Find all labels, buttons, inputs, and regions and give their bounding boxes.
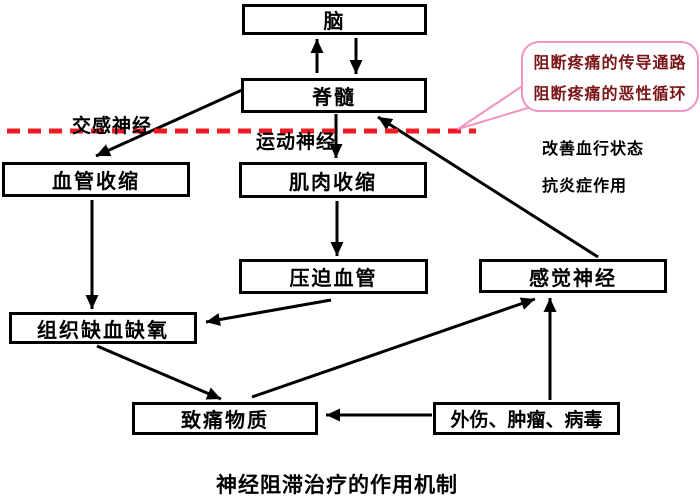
arrow-pain-to-sensory [251, 297, 536, 399]
callout-line-1: 阻断疼痛的传导通路 [533, 55, 687, 73]
callout-line-2: 阻断疼痛的恶性循环 [533, 85, 687, 103]
label-motor-nerve: 运动神经 [256, 132, 337, 153]
diagram-caption: 神经阻滞治疗的作用机制 [216, 473, 458, 497]
arrow-spinal-to-vasoconstriction [95, 88, 243, 158]
node-tissue-ischemia: 组织缺血缺氧 [9, 312, 197, 344]
label-sympathetic-nerve: 交感神经 [72, 116, 153, 137]
arrow-compression-to-ischemia [205, 298, 332, 326]
node-sensory-nerve: 感觉神经 [479, 259, 667, 293]
node-pain-substances: 致痛物质 [132, 402, 318, 435]
arrow-ischemia-to-pain [96, 344, 222, 401]
node-muscle-contraction: 肌肉收缩 [239, 162, 427, 198]
callout-bubble: 阻断疼痛的传导通路 阻断疼痛的恶性循环 [521, 41, 699, 112]
node-spinal-cord: 脊髓 [241, 78, 427, 113]
node-trauma-tumor-virus: 外伤、肿瘤、病毒 [433, 402, 620, 435]
node-brain: 脑 [242, 4, 427, 35]
node-vessel-compression: 压迫血管 [239, 259, 428, 294]
node-vasoconstriction: 血管收缩 [2, 162, 190, 197]
arrow-sensory-to-spinal [377, 115, 599, 259]
label-improve-blood-flow: 改善血行状态 [542, 141, 645, 158]
label-anti-inflammation: 抗炎症作用 [542, 178, 628, 195]
